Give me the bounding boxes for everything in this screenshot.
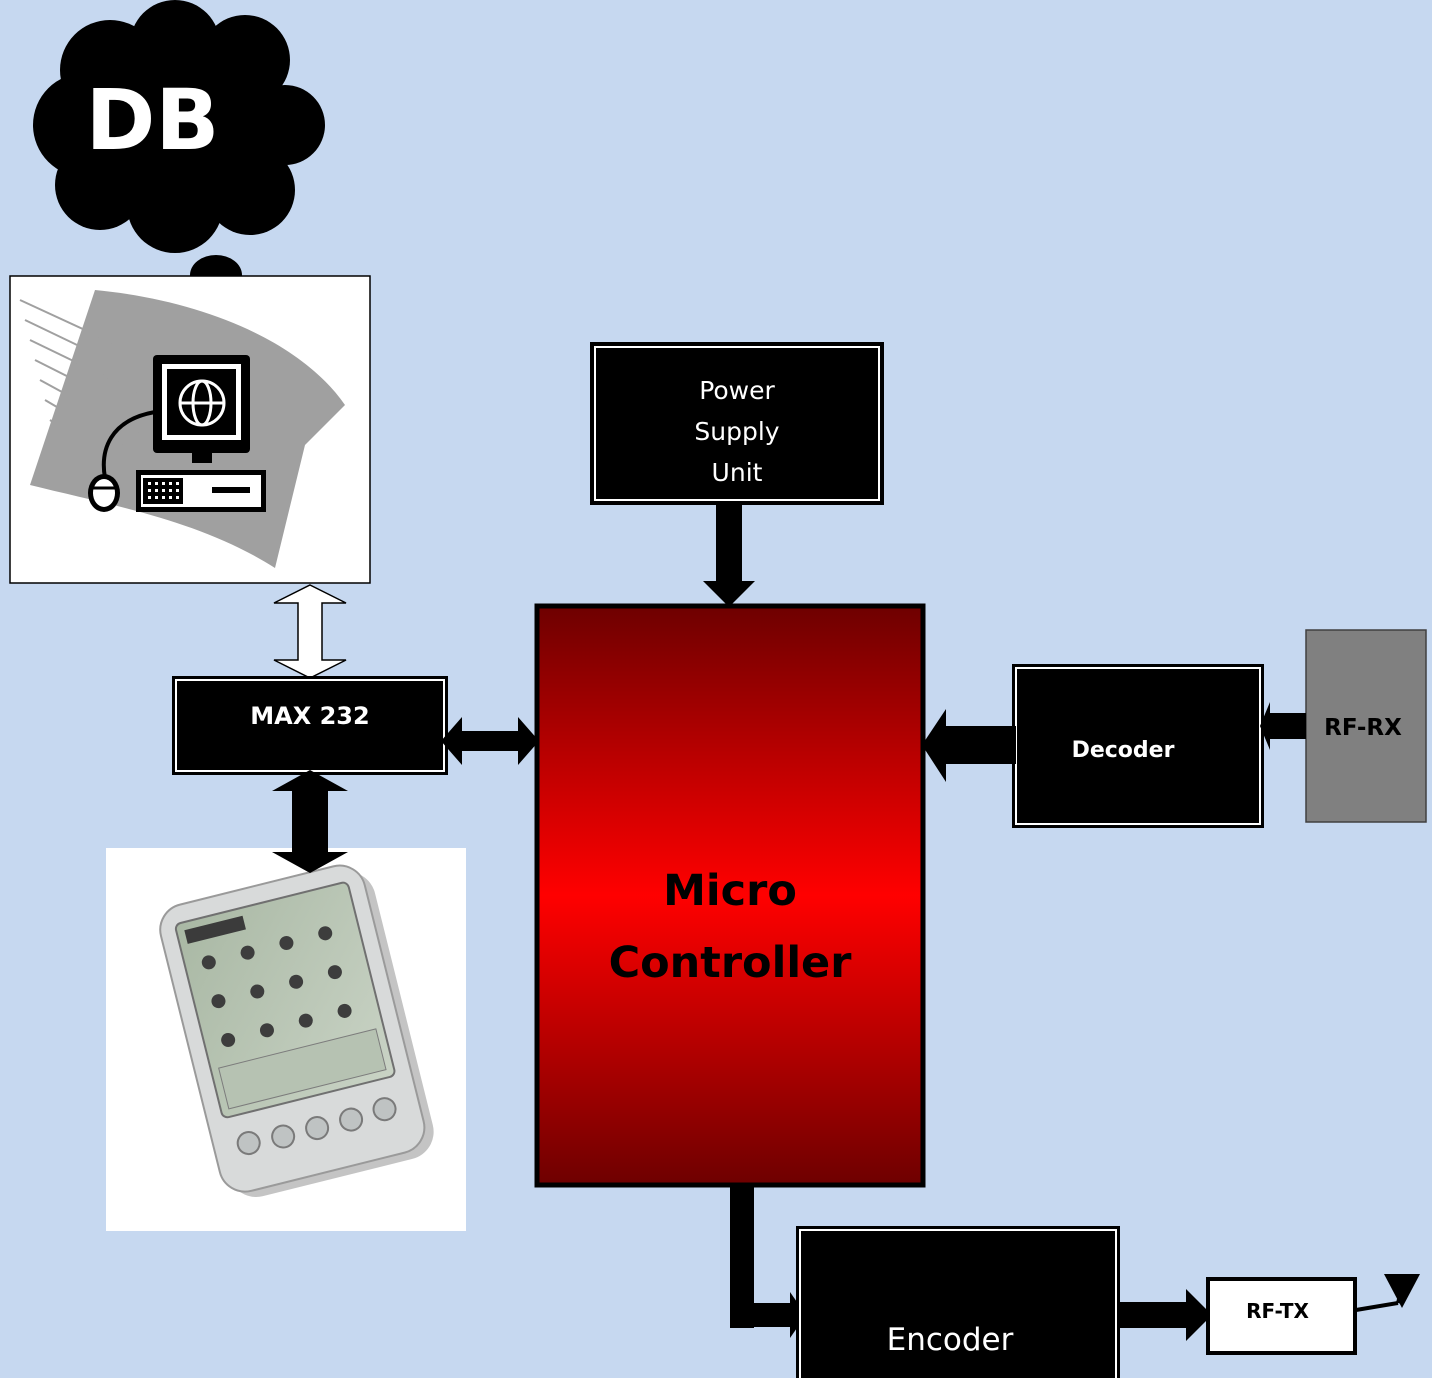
rfrx-to-decoder-arrow xyxy=(1260,702,1306,750)
pc-max232-arrow xyxy=(273,584,347,679)
power-supply-block xyxy=(590,342,884,505)
max232-block xyxy=(172,676,448,775)
computer-panel xyxy=(9,275,371,584)
antenna-icon xyxy=(1355,1274,1420,1312)
decoder-label: Decoder xyxy=(1071,738,1175,763)
power-supply-line-3: Unit xyxy=(711,458,763,487)
rf-tx-block xyxy=(1206,1277,1357,1355)
microcontroller-line-2: Controller xyxy=(608,938,852,988)
computer-icon xyxy=(88,355,266,512)
rf-rx-block xyxy=(1305,629,1427,823)
microcontroller-line-1: Micro xyxy=(663,866,797,916)
rf-rx-label: RF-RX xyxy=(1324,715,1402,741)
max232-pda-arrow xyxy=(272,770,348,873)
power-to-micro-arrow xyxy=(703,503,755,607)
power-supply-line-1: Power xyxy=(699,376,775,405)
db-label: DB xyxy=(85,71,220,169)
microcontroller-block xyxy=(534,603,926,1188)
micro-to-encoder-arrow xyxy=(730,1185,806,1338)
max232-label: MAX 232 xyxy=(250,702,370,730)
microcontroller-label: Micro Controller xyxy=(540,855,920,999)
encoder-label: Encoder xyxy=(886,1322,1014,1358)
power-supply-line-2: Supply xyxy=(694,417,780,446)
max232-micro-arrow xyxy=(441,717,539,765)
database-cloud xyxy=(33,0,325,348)
encoder-to-rftx-arrow xyxy=(1118,1289,1212,1341)
encoder-block xyxy=(796,1226,1120,1378)
decoder-block xyxy=(1012,664,1264,828)
pda-device-image xyxy=(106,848,466,1231)
rf-tx-label: RF-TX xyxy=(1246,1299,1309,1323)
decoder-to-micro-arrow xyxy=(922,709,1016,782)
power-supply-label: Power Supply Unit xyxy=(592,370,882,493)
